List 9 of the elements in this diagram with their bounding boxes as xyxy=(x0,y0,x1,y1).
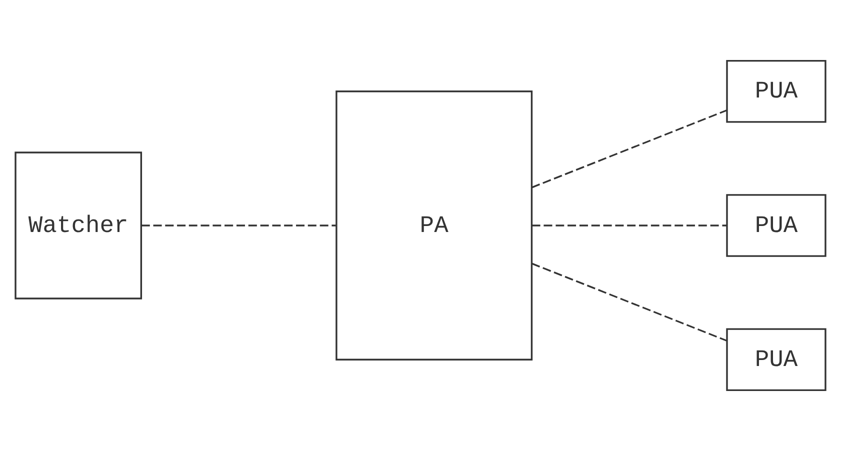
node-box: Watcher xyxy=(14,151,142,299)
node-box: PA xyxy=(336,90,533,360)
connector xyxy=(532,109,727,188)
connector xyxy=(532,262,727,341)
connector xyxy=(141,224,336,226)
connector xyxy=(532,224,727,226)
node-box: PUA xyxy=(726,328,826,391)
node-box: PUA xyxy=(726,59,826,122)
node-box: PUA xyxy=(726,194,826,256)
